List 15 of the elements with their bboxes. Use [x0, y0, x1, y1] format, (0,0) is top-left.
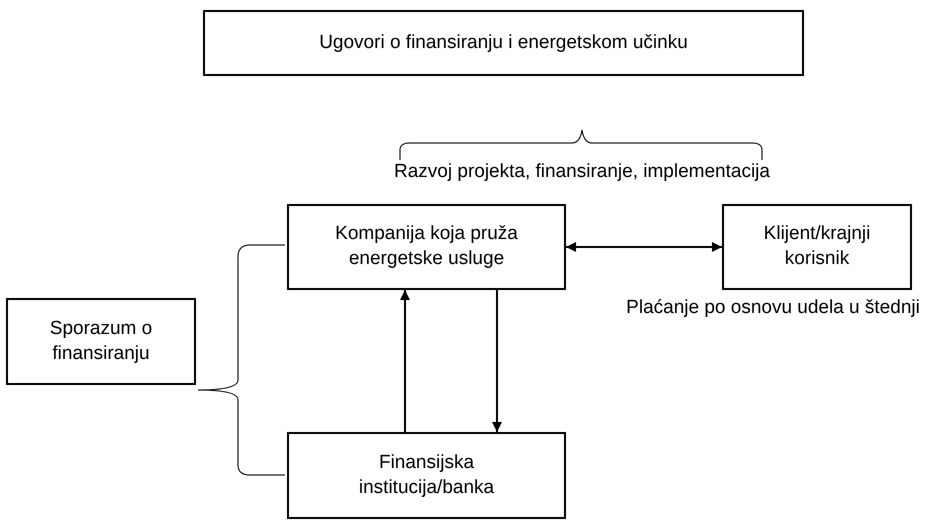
annotation-text: Plaćanje po osnovu udela u štednji: [626, 297, 920, 319]
process-box: [287, 432, 566, 519]
box-label: Klijent/krajnji korisnik: [762, 222, 872, 271]
process-box: [203, 10, 804, 76]
box-label: Finansijska institucija/banka: [358, 450, 496, 500]
process-box: [722, 204, 912, 290]
box-label: Sporazum o finansiranju: [48, 316, 154, 366]
arrow: [400, 290, 410, 432]
process-box: [6, 298, 196, 385]
annotation-text: Razvoj projekta, finansiranje, implementacija: [394, 161, 770, 183]
box-label: Ugovori o finansiranju i energetskom učinku: [319, 30, 688, 55]
process-box: [287, 204, 566, 290]
box-label: Kompanija koja pruža energetske usluge: [334, 222, 519, 271]
arrow: [566, 242, 722, 252]
arrow: [492, 290, 502, 432]
